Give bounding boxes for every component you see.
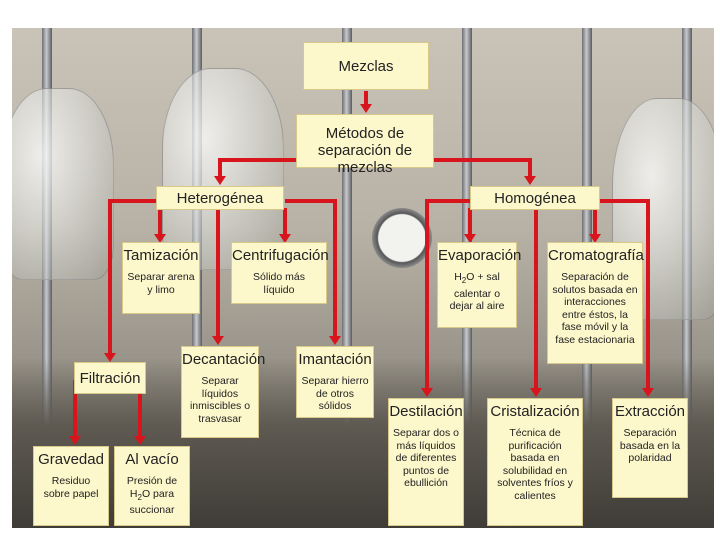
node-title: Imantación bbox=[298, 351, 372, 368]
node-imantacion: Imantación Separar hierro de otros sólid… bbox=[296, 346, 374, 418]
node-tamizacion: Tamización Separar arena y limo bbox=[122, 242, 200, 314]
node-title: Heterogénea bbox=[176, 189, 264, 207]
node-description: Separar líquidos inmiscibles o trasvasar bbox=[189, 375, 251, 425]
node-title: Mezclas bbox=[338, 57, 394, 75]
node-description: Técnica de purificación basada en solubi… bbox=[497, 427, 573, 502]
node-description: Presión de H2O para succionar bbox=[126, 475, 178, 517]
node-title: Homogénea bbox=[494, 189, 576, 207]
node-title: Gravedad bbox=[38, 451, 104, 468]
node-description: Separar hierro de otros sólidos bbox=[301, 375, 369, 412]
node-description: H2O + sal calentar o dejar al aire bbox=[449, 271, 505, 313]
node-title: Filtración bbox=[79, 369, 141, 387]
node-al-vacio: Al vacío Presión de H2O para succionar bbox=[114, 446, 190, 526]
node-title: Tamización bbox=[123, 247, 199, 264]
node-description: Separar arena y limo bbox=[127, 271, 195, 296]
node-title: Decantación bbox=[182, 351, 266, 368]
node-title-line1: Métodos de bbox=[325, 125, 405, 142]
node-description: Separar dos o más líquidos de diferentes… bbox=[393, 427, 459, 489]
node-title: Extracción bbox=[614, 403, 686, 420]
node-homogenea: Homogénea bbox=[470, 186, 600, 210]
node-cromatografia: Cromatografía Separación de solutos basa… bbox=[547, 242, 644, 364]
node-description: Sólido más líquido bbox=[253, 271, 305, 296]
node-gravedad: Gravedad Residuo sobre papel bbox=[33, 446, 109, 526]
node-title-line2: separación de mezclas bbox=[317, 142, 413, 176]
node-decantacion: Decantación Separar líquidos inmiscibles… bbox=[181, 346, 266, 438]
node-title: Destilación bbox=[389, 403, 463, 420]
node-description: Separación basada en la polaridad bbox=[619, 427, 681, 464]
node-destilacion: Destilación Separar dos o más líquidos d… bbox=[388, 398, 464, 526]
node-mezclas: Mezclas bbox=[303, 42, 429, 90]
node-heterogenea: Heterogénea bbox=[156, 186, 284, 210]
node-centrifugacion: Centrifugación Sólido más líquido bbox=[231, 242, 329, 304]
node-description: Separación de solutos basada en interacc… bbox=[552, 271, 638, 346]
node-title: Centrifugación bbox=[232, 247, 329, 264]
node-filtracion: Filtración bbox=[74, 362, 146, 394]
node-description: Residuo sobre papel bbox=[43, 475, 99, 500]
node-title: Cromatografía bbox=[548, 247, 644, 264]
node-extraccion: Extracción Separación basada en la polar… bbox=[612, 398, 688, 498]
node-title: Al vacío bbox=[125, 451, 179, 468]
node-title: Cristalización bbox=[490, 403, 580, 420]
node-cristalizacion: Cristalización Técnica de purificación b… bbox=[487, 398, 583, 526]
node-title: Evaporación bbox=[438, 247, 522, 264]
node-evaporacion: Evaporación H2O + sal calentar o dejar a… bbox=[437, 242, 522, 328]
node-metodos-separacion: Métodos de separación de mezclas bbox=[296, 114, 434, 176]
